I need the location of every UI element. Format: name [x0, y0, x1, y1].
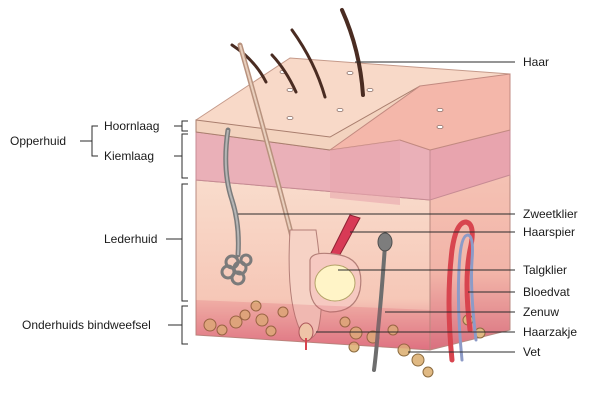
label-haar: Haar: [523, 55, 549, 69]
label-kiemlaag: Kiemlaag: [104, 149, 154, 163]
label-haarspier: Haarspier: [523, 225, 575, 239]
label-zenuw: Zenuw: [523, 305, 559, 319]
blood-vessel-blue: [456, 233, 478, 362]
brackets-left: [80, 120, 188, 345]
label-bloedvat: Bloedvat: [523, 285, 570, 299]
label-opperhuid: Opperhuid: [10, 134, 66, 148]
nerve-ending: [377, 232, 393, 252]
nerve: [372, 243, 387, 372]
label-haarzakje: Haarzakje: [523, 325, 577, 339]
label-talgklier: Talgklier: [523, 263, 567, 277]
sebum: [314, 264, 356, 302]
raised-edge: [330, 140, 400, 205]
leader-lines-right: [238, 61, 515, 353]
label-lederhuid: Lederhuid: [104, 232, 157, 246]
label-vet: Vet: [523, 345, 541, 359]
label-hoornlaag: Hoornlaag: [104, 119, 159, 133]
sweat-gland-coil: [220, 253, 253, 286]
label-zweetklier: Zweetklier: [523, 207, 578, 221]
hairs: [230, 8, 365, 99]
label-onderhuids-bindweefsel: Onderhuids bindweefsel: [22, 318, 151, 332]
